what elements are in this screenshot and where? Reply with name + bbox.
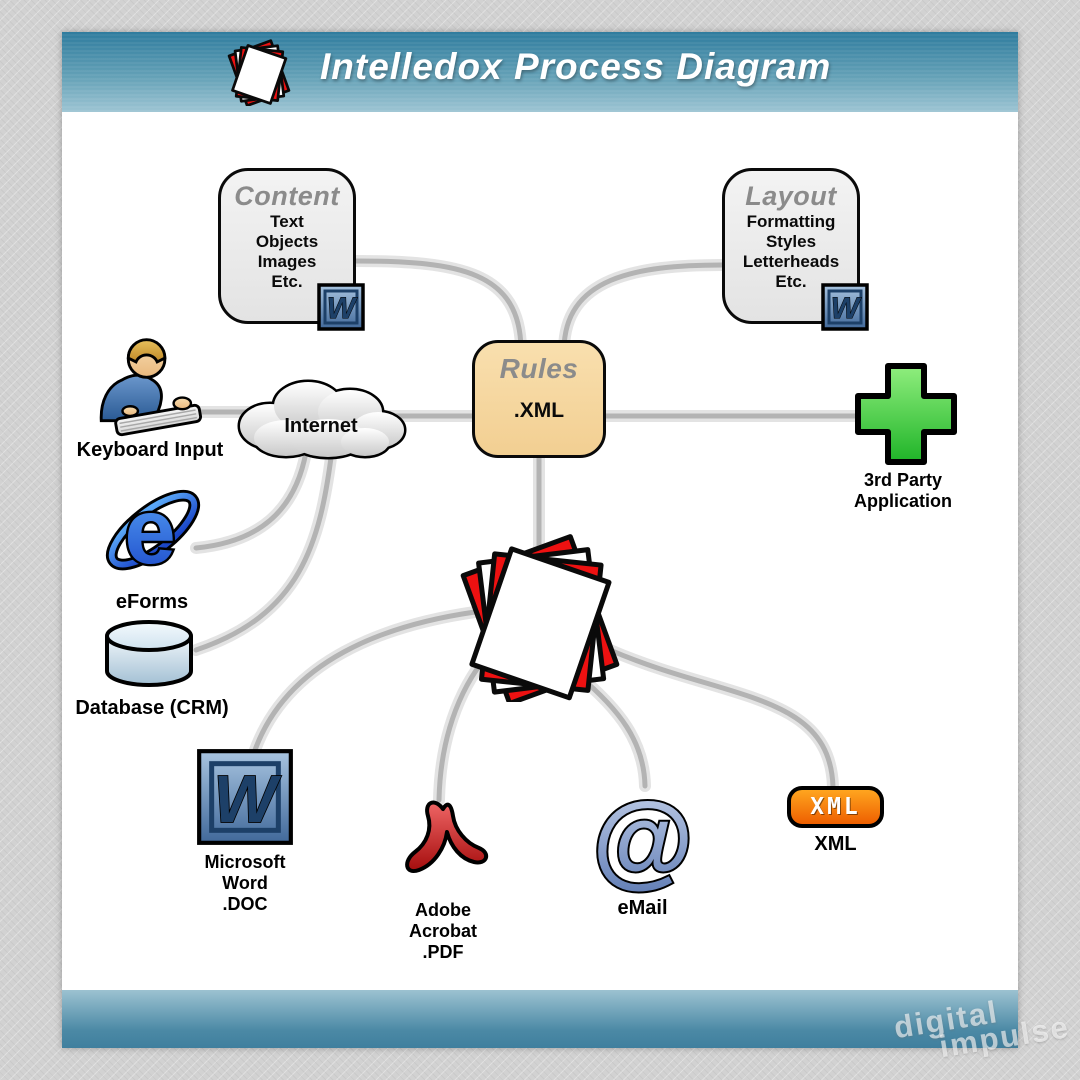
acrobat-label-line: Acrobat: [408, 921, 477, 941]
plus-icon: [855, 363, 957, 465]
acrobat-label-line: Adobe: [415, 900, 471, 920]
acrobat-icon: [405, 800, 489, 874]
eforms-label: eForms: [115, 591, 189, 613]
layout-line: Styles: [765, 232, 817, 251]
at-symbol: @: [593, 783, 693, 895]
header-bar: Intelledox Process Diagram: [62, 32, 1018, 112]
at-icon: @: [593, 783, 693, 895]
word-label-line: .DOC: [222, 894, 268, 914]
xml-label: XML: [814, 833, 857, 855]
word-label-line: Word: [222, 873, 268, 893]
database-label: Database (CRM): [75, 697, 229, 719]
page-title: Intelledox Process Diagram: [320, 46, 832, 87]
word-icon-large: W: [197, 749, 293, 845]
content-line: Objects: [255, 232, 319, 251]
email-label: eMail: [617, 897, 668, 919]
layout-box: Layout Formatting Styles Letterheads Etc…: [722, 168, 869, 331]
acrobat-label-line: .PDF: [422, 942, 464, 962]
ie-letter: e: [124, 480, 175, 583]
keyboard-input-node: [88, 332, 210, 445]
internet-label: Internet: [284, 415, 358, 437]
content-line: Text: [270, 212, 304, 231]
word-letter: W: [327, 292, 358, 325]
third-party-label: 3rd Party Application: [833, 470, 973, 512]
acrobat-label: Adobe Acrobat .PDF: [383, 900, 503, 963]
poster-card: Intelledox Process Diagram: [62, 32, 1018, 1048]
layout-title: Layout: [745, 181, 837, 211]
database-icon: [105, 620, 193, 687]
internet-explorer-icon: e: [105, 480, 201, 585]
word-letter: W: [831, 292, 862, 325]
word-label: Microsoft Word .DOC: [175, 852, 315, 915]
rules-box: Rules .XML: [472, 340, 606, 458]
word-icon: W: [317, 283, 365, 331]
word-label-line: Microsoft: [204, 852, 286, 872]
xml-badge: XML: [787, 786, 884, 828]
word-letter: W: [214, 763, 282, 837]
rules-title: Rules: [499, 353, 579, 384]
layout-line: Formatting: [746, 212, 836, 231]
word-icon: W: [821, 283, 869, 331]
diagram-canvas: Content Text Objects Images Etc. W Layou…: [62, 112, 1018, 990]
keyboard-user-icon: [99, 338, 203, 437]
rules-format: .XML: [513, 399, 565, 422]
internet-cloud: Internet: [237, 379, 407, 460]
third-party-line: Application: [854, 491, 952, 511]
content-box: Content Text Objects Images Etc. W: [218, 168, 365, 331]
intelledox-logo-icon: [227, 39, 291, 106]
keyboard-input-label: Keyboard Input: [76, 439, 224, 461]
content-title: Content: [234, 181, 340, 211]
footer-bar: [62, 990, 1018, 1048]
content-line: Etc.: [271, 272, 303, 291]
layout-line: Etc.: [775, 272, 807, 291]
third-party-line: 3rd Party: [863, 470, 943, 490]
intelledox-hub-icon: [460, 534, 620, 702]
content-line: Images: [257, 252, 317, 271]
layout-line: Letterheads: [742, 252, 840, 271]
